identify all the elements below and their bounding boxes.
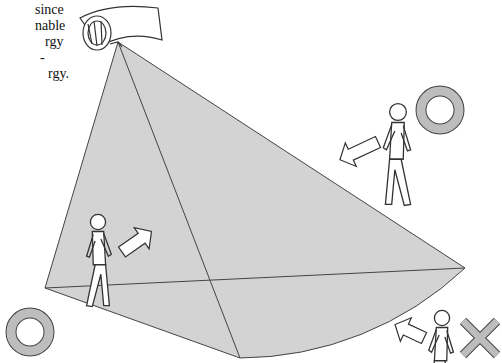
walking-person [429, 310, 454, 363]
text-fragment: since [35, 2, 64, 18]
detection-area [45, 42, 465, 358]
text-fragment: - [40, 50, 45, 66]
direction-arrow [115, 221, 159, 263]
ok-mark [11, 313, 49, 351]
text-fragment: rgy. [48, 66, 69, 82]
direction-arrow [390, 313, 430, 350]
text-fragment: nable [35, 18, 65, 34]
text-fragment: rgy [45, 34, 63, 50]
walking-person [383, 104, 410, 206]
ng-mark [463, 321, 497, 355]
ok-mark [421, 91, 459, 129]
walking-person [87, 214, 112, 306]
sensor [80, 6, 162, 50]
direction-arrow [334, 130, 383, 171]
